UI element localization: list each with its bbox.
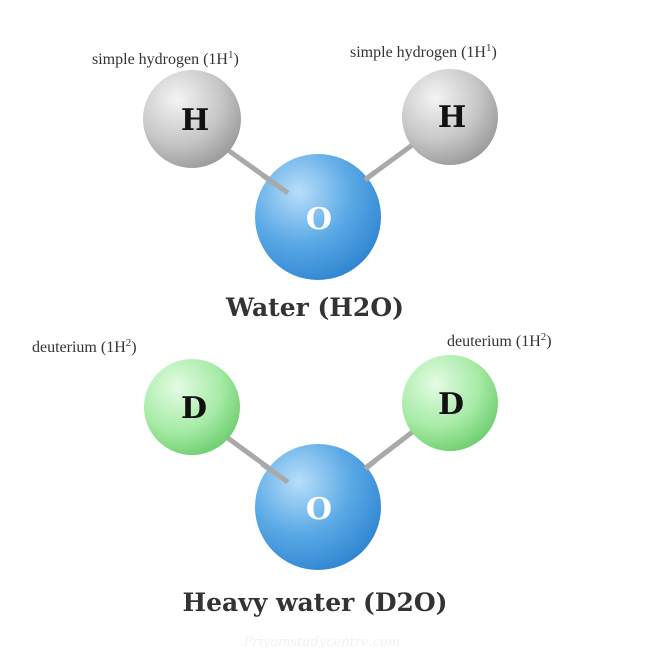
water-molecule: H H O simple hydrogen (1H1) simple hydro…	[92, 42, 498, 322]
atom-symbol-left: H	[181, 103, 209, 138]
label-left: simple hydrogen (1H1)	[92, 49, 239, 68]
hydrogen-atom-right	[402, 69, 498, 165]
oxygen-atom	[255, 154, 381, 280]
label-right: simple hydrogen (1H1)	[350, 42, 497, 61]
water-title: Water (H2O)	[225, 293, 404, 322]
heavy-water-title: Heavy water (D2O)	[182, 588, 447, 617]
heavy-water-molecule: D D O deuterium (1H2) deuterium (1H2) He…	[32, 331, 552, 617]
label-left: deuterium (1H2)	[32, 337, 137, 356]
bond-left-inner	[260, 172, 290, 196]
deuterium-atom-right	[402, 355, 498, 451]
bond-right-inner	[363, 170, 377, 182]
oxygen-atom	[255, 444, 381, 570]
bond-left-inner	[260, 461, 290, 485]
atom-symbol-right: D	[438, 387, 464, 422]
label-right: deuterium (1H2)	[447, 331, 552, 350]
watermark: Priyamstudycentre.com	[243, 635, 401, 650]
bond-right-inner	[363, 459, 377, 471]
hydrogen-atom-left	[143, 70, 241, 168]
atom-symbol-right: H	[438, 100, 466, 135]
atom-symbol-center: O	[306, 202, 332, 237]
deuterium-atom-left	[144, 359, 240, 455]
atom-symbol-center: O	[306, 492, 332, 527]
atom-symbol-left: D	[181, 391, 207, 426]
